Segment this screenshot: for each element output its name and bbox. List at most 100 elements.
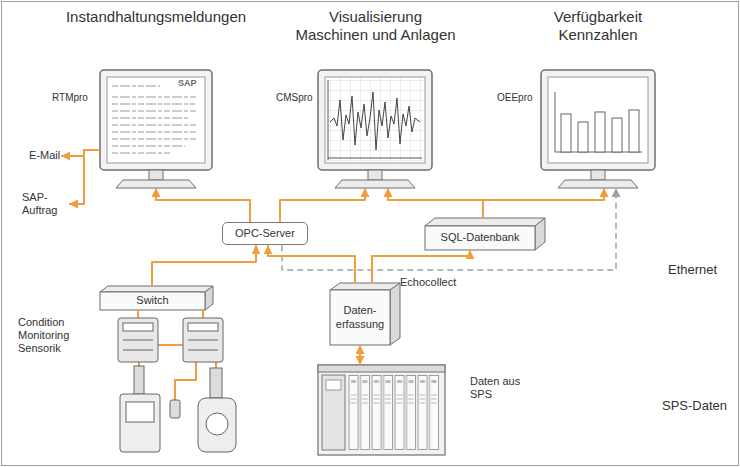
data-acquisition-box: Daten- erfassungEchocollect	[326, 290, 394, 345]
connector-arrow	[282, 188, 616, 270]
monitor-visualisation-part	[325, 77, 425, 163]
database-box: SQL-Datenbank	[425, 226, 535, 250]
switch-box-faces	[100, 286, 213, 310]
database-box-faces	[425, 218, 545, 250]
sensor-wires-part	[137, 310, 139, 318]
monitor-kpi-part	[541, 70, 655, 170]
condition-monitoring-modules-part	[123, 323, 153, 331]
database-box-faces-part	[535, 218, 545, 250]
monitor-sap-part-part	[112, 117, 190, 119]
monitor-visualisation-part	[368, 170, 382, 180]
monitor-visualisation-part	[325, 77, 425, 163]
plc-rack-part	[318, 365, 445, 455]
condition-monitoring-modules-part	[123, 340, 153, 341]
condition-monitoring-modules-part	[188, 350, 218, 351]
monitor-sap-part-part	[112, 103, 195, 105]
sensor-wires-part	[202, 310, 204, 318]
monitor-kpi-part	[558, 180, 638, 188]
connector-arrow	[156, 188, 250, 222]
node-text: SAP- Auftrag	[22, 191, 68, 217]
database-box-faces-part	[425, 226, 535, 250]
sensors-part	[120, 394, 160, 452]
monitor-visualisation	[318, 70, 432, 188]
monitor: Verfügbarkeit KennzahlenOEEpro	[541, 70, 655, 188]
monitor-visualisation-part	[335, 180, 415, 188]
sensors-part	[134, 366, 144, 394]
monitor-sap-part-part	[112, 110, 198, 112]
condition-monitoring-modules-part	[188, 323, 218, 331]
monitor-sap-part-part	[112, 152, 170, 154]
monitor-kpi-part-part	[578, 122, 588, 152]
monitor-visualisation-part	[328, 80, 329, 160]
switch-box-faces-part	[100, 286, 213, 292]
sensor-wires-part	[175, 362, 196, 400]
monitor-sap	[100, 70, 212, 188]
monitor-sap-part-part	[112, 145, 185, 147]
node-text: Daten aus SPS	[470, 375, 522, 401]
monitor-kpi-part	[561, 110, 639, 152]
sensors-part	[210, 368, 222, 398]
output-text: E-Mail	[28, 149, 61, 162]
connector-arrow	[268, 245, 355, 283]
monitor-kpi	[541, 70, 655, 188]
plc-rack-part	[318, 365, 445, 372]
connector-arrow	[69, 150, 100, 204]
connector-arrow	[483, 188, 604, 218]
switch-box-faces-part	[205, 286, 213, 310]
sensor-wires-part	[215, 362, 217, 368]
data-acquisition-faces-part	[390, 283, 400, 345]
monitor-visualisation-part	[318, 70, 432, 170]
plc-rack-part	[348, 375, 440, 450]
sensors-part	[170, 400, 180, 418]
connector-arrow	[152, 245, 256, 286]
plc-rack	[318, 365, 445, 455]
node-text: SQL-Datenbank	[441, 231, 520, 244]
node-text: SAP	[178, 78, 204, 89]
sensors-part	[198, 398, 236, 452]
data-acquisition-faces-part	[330, 283, 400, 290]
monitor-sap-part-part	[112, 124, 198, 126]
monitor-kpi-part	[591, 170, 605, 180]
node-text: Visualisierung Maschinen und Anlagen	[293, 8, 458, 44]
sensor-wires-part	[138, 362, 140, 366]
plc-rack-part	[322, 375, 345, 450]
monitor-sap-part-part	[112, 96, 198, 98]
node-text: OEEpro	[497, 92, 539, 104]
condition-monitoring-modules-part	[123, 350, 153, 351]
sensors-part	[206, 413, 228, 435]
monitor: Visualisierung Maschinen und AnlagenCMSp…	[318, 70, 432, 188]
layer-label: SPS-Daten	[662, 398, 736, 414]
sensor-wires-part	[158, 344, 183, 346]
monitor-kpi-part-part	[561, 114, 571, 152]
plc-rack-node: Daten aus SPS	[318, 365, 445, 455]
monitor-sap-part-part	[112, 85, 160, 87]
group-label: Condition Monitoring Sensorik	[18, 316, 96, 356]
connector-arrow	[388, 188, 483, 218]
layer-label: Ethernet	[668, 262, 734, 278]
monitor-kpi-part	[548, 77, 648, 163]
monitor: InstandhaltungsmeldungenRTMproSAP	[100, 70, 212, 188]
condition-monitoring-modules	[118, 318, 223, 362]
connector-arrow	[359, 345, 361, 365]
node-text: OPC-Server	[235, 227, 295, 240]
monitor-sap-part	[107, 77, 205, 163]
node-text: Echocollect	[400, 276, 470, 289]
server-box: OPC-Server	[222, 222, 308, 245]
monitor-sap-part-part	[112, 138, 198, 140]
monitor-kpi-part	[555, 92, 556, 152]
monitor-visualisation-part	[328, 158, 422, 159]
database-box-faces-part	[425, 218, 545, 226]
monitor-kpi-part-part	[629, 110, 639, 152]
monitor-sap-part	[100, 70, 212, 170]
node-text: RTMpro	[52, 92, 98, 104]
node-text: Verfügbarkeit Kennzahlen	[533, 8, 663, 44]
monitor-sap-part	[112, 86, 198, 153]
sensors-part	[126, 402, 154, 422]
condition-monitoring-modules-part	[188, 340, 218, 341]
monitor-kpi-part-part	[612, 118, 622, 152]
monitor-sap-part	[149, 170, 163, 180]
